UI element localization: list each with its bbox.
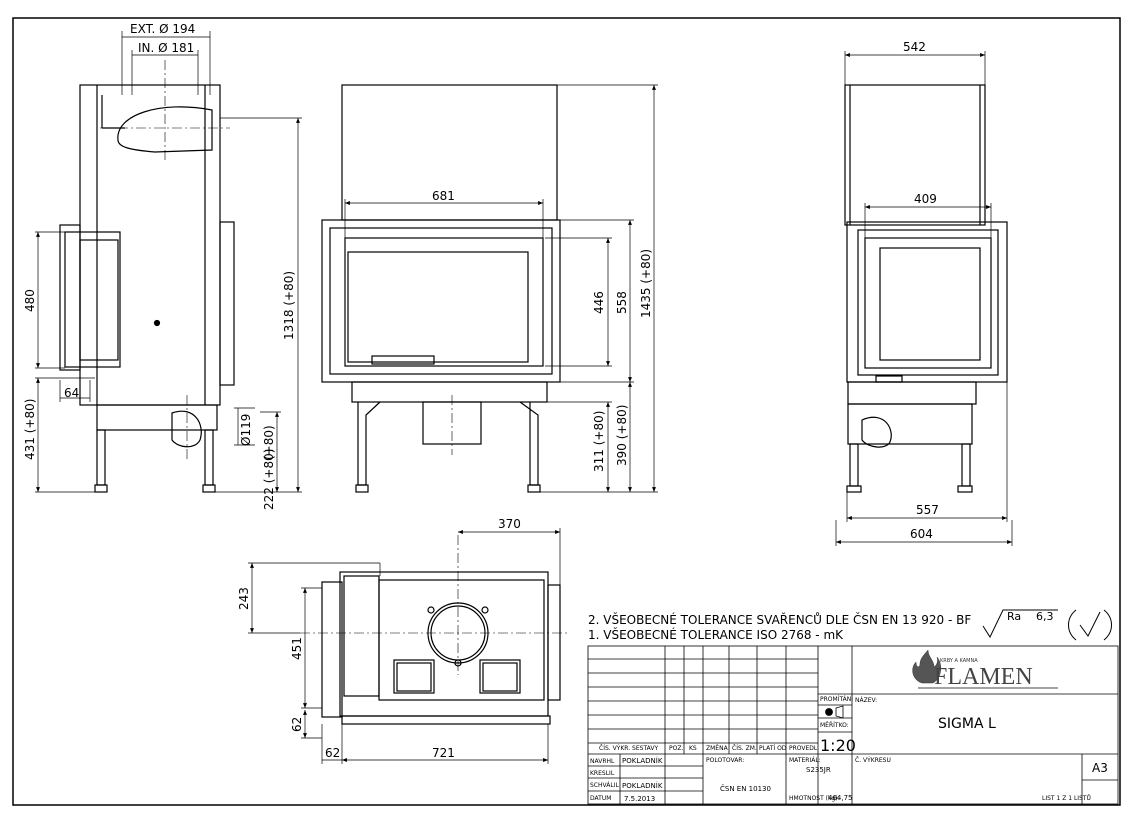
side-view-centerlines: [100, 60, 230, 460]
dim-64: 64: [64, 386, 79, 400]
datum-value: 7.5.2013: [624, 795, 655, 803]
dim-604: 604: [910, 527, 933, 541]
dim-542: 542: [903, 40, 926, 54]
col-header-ks: KS: [689, 745, 697, 752]
meritko-label: MĚŘÍTKO:: [820, 721, 849, 729]
roughness-ra-label: Ra: [1007, 610, 1021, 623]
top-dimension-lines: [248, 528, 561, 764]
col-header-cis-zm: ČÍS. ZM.: [732, 745, 757, 752]
sheet-border: [12, 17, 1121, 806]
dim-431: 431 (+80): [23, 399, 37, 460]
polotovar-value: ČSN EN 10130: [720, 784, 771, 793]
col-header-zmena: ZMĚNA: [706, 744, 729, 752]
note-line-1: 1. VŠEOBECNÉ TOLERANCE ISO 2768 - mK: [588, 627, 844, 642]
title-block-grid: [587, 645, 1119, 805]
dim-ext-diameter: EXT. Ø 194: [130, 22, 195, 36]
dim-409: 409: [914, 192, 937, 206]
polotovar-label: POLOTOVAR:: [706, 757, 744, 764]
sheet-list: LIST 1 Z 1 LISTŮ: [1042, 795, 1091, 802]
right-dimension-lines: [835, 51, 1013, 546]
dim-62-horizontal: 62: [325, 746, 340, 760]
col-header-plati-od: PLATÍ OD: [759, 745, 787, 752]
dim-1435: 1435 (+80): [639, 249, 653, 318]
navrhl-value: POKLADNÍK: [622, 756, 663, 765]
flame-icon: [912, 649, 941, 684]
flamen-logo: KRBY A KAMNA FLAMEN: [912, 649, 1058, 690]
dim-446: 446: [592, 291, 606, 314]
drawing-name: SIGMA L: [938, 716, 996, 732]
dim-451: 451: [290, 637, 304, 660]
hmotnost-label: HMOTNOST (kg):: [789, 795, 840, 802]
kreslil-label: KRESLIL: [590, 770, 615, 777]
material-label: MATERIÁL:: [789, 757, 821, 764]
col-header-poz: POZ.: [669, 745, 683, 752]
dim-721: 721: [432, 746, 455, 760]
dim-311: 311 (+80): [592, 411, 606, 472]
roughness-symbol: [982, 609, 1058, 639]
front-view: [321, 84, 561, 493]
projection-symbol: [825, 705, 844, 719]
schvalil-value: POKLADNÍK: [622, 781, 663, 790]
side-view: [59, 84, 235, 493]
dim-plus80: (+80): [262, 425, 276, 460]
material-value: S235JR: [806, 766, 831, 774]
dim-119: Ø119: [239, 414, 253, 446]
logo-brand: FLAMEN: [934, 664, 1033, 690]
dim-in-diameter: IN. Ø 181: [138, 41, 194, 55]
note-line-2: 2. VŠEOBECNÉ TOLERANCE SVAŘENCŮ DLE ČSN …: [588, 612, 971, 627]
sheet-format: A3: [1092, 761, 1108, 775]
dim-390: 390 (+80): [615, 405, 629, 466]
front-dimension-lines: [344, 84, 658, 493]
col-header-sestava: ČÍS. VÝKR. SESTAVY: [599, 745, 658, 752]
roughness-ra-value: 6,3: [1036, 610, 1054, 623]
dim-681: 681: [432, 189, 455, 203]
dim-557: 557: [916, 503, 939, 517]
dim-222: 222 (+80): [262, 449, 276, 510]
promitani-label: PROMÍTÁNÍ: [820, 696, 853, 703]
datum-label: DATUM: [590, 795, 611, 802]
roughness-general-symbol: [1068, 609, 1112, 641]
top-view-centerlines: [300, 535, 570, 675]
dim-370: 370: [498, 517, 521, 531]
dim-243: 243: [237, 587, 251, 610]
dim-480: 480: [23, 289, 37, 312]
dim-558: 558: [615, 291, 629, 314]
dim-62-vertical: 62: [290, 717, 304, 732]
scale-value: 1:20: [820, 736, 856, 755]
col-header-provedl: PROVEDL: [789, 745, 818, 752]
side-dimension-lines: [35, 31, 302, 493]
top-view: [321, 571, 561, 725]
dim-1318: 1318 (+80): [282, 271, 296, 340]
hmotnost-value: 464,75: [828, 794, 853, 802]
logo-tagline: KRBY A KAMNA: [940, 658, 978, 664]
navrhl-label: NAVRHL: [590, 758, 615, 765]
nazev-label: NÁZEV:: [855, 697, 877, 704]
cislo-vykresu-label: Č. VÝKRESU: [855, 757, 891, 764]
schvalil-label: SCHVÁLIL: [590, 782, 619, 789]
right-view: [844, 84, 1008, 493]
